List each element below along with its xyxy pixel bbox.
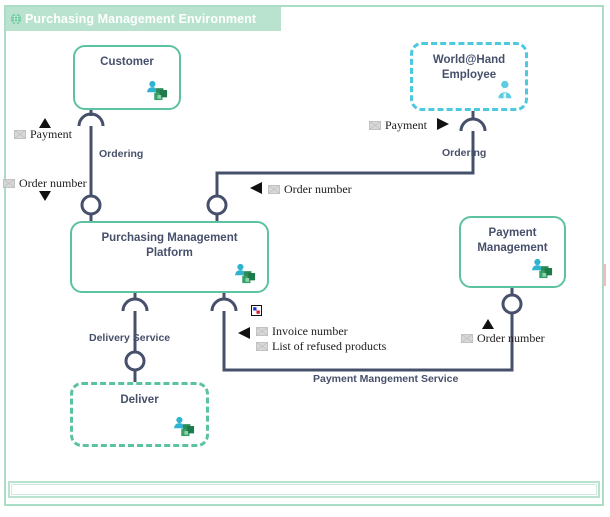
wire-order-number-route <box>215 142 475 196</box>
wire-payment-service-route <box>222 311 514 372</box>
person-icon <box>498 80 512 99</box>
message-list-of-refused-products: List of refused products <box>256 339 386 354</box>
envelope-icon <box>256 342 268 351</box>
message-text: Order number <box>477 331 545 345</box>
node-customer[interactable]: Customer <box>73 45 181 110</box>
ball-ordering-mid <box>206 194 228 216</box>
message-text: List of refused products <box>272 339 387 353</box>
node-payment-management[interactable]: Payment Management <box>459 216 566 288</box>
envelope-icon <box>3 179 15 188</box>
actor-component-icon <box>532 258 553 279</box>
actor-component-icon <box>147 80 168 101</box>
socket-delivery <box>121 297 149 312</box>
message-invoice-number: Invoice number <box>256 324 348 339</box>
node-deliver[interactable]: Deliver <box>70 382 209 447</box>
edge-marker <box>604 264 606 286</box>
arrow-order-number-mid-left <box>250 182 262 194</box>
node-platform-label: Purchasing Management Platform <box>101 232 238 259</box>
message-payment-right: Payment <box>369 118 427 133</box>
arrow-payment-left-up <box>39 118 51 128</box>
actor-component-icon <box>235 263 256 284</box>
message-order-number-left: Order number <box>3 176 87 191</box>
environment-bottom-bar <box>8 481 600 498</box>
node-customer-label: Customer <box>100 56 154 68</box>
message-text: Order number <box>284 182 352 196</box>
arrow-invoice-left <box>238 327 250 339</box>
message-text: Order number <box>19 176 87 190</box>
ball-delivery <box>124 350 146 372</box>
envelope-icon <box>369 121 381 130</box>
arrow-order-number-right-up <box>482 319 494 329</box>
port-marker-icon[interactable] <box>251 305 262 316</box>
message-text: Payment <box>30 127 72 141</box>
label-ordering-right: Ordering <box>442 147 487 159</box>
node-world-at-hand-employee[interactable]: World@Hand Employee <box>410 42 528 111</box>
globe-icon <box>10 13 22 25</box>
envelope-icon <box>14 130 26 139</box>
node-purchasing-management-platform[interactable]: Purchasing Management Platform <box>70 221 269 293</box>
envelope-icon <box>256 327 268 336</box>
arrowheads <box>39 118 494 339</box>
socket-customer <box>77 112 105 127</box>
message-text: Invoice number <box>272 324 348 338</box>
environment-title: Purchasing Management Environment <box>25 12 257 26</box>
arrow-payment-right <box>437 118 449 130</box>
environment-title-bar: Purchasing Management Environment <box>6 7 281 31</box>
message-order-number-mid: Order number <box>268 182 352 197</box>
node-employee-label: World@Hand Employee <box>432 54 506 81</box>
message-payment-left: Payment <box>14 127 72 142</box>
node-deliver-label: Deliver <box>120 394 159 406</box>
socket-payment-service <box>210 297 238 312</box>
label-delivery-service: Delivery Service <box>89 332 171 344</box>
envelope-icon <box>461 334 473 343</box>
socket-employee <box>459 117 487 132</box>
message-order-number-right: Order number <box>461 331 545 346</box>
ball-ordering-left <box>80 194 102 216</box>
envelope-icon <box>268 185 280 194</box>
label-payment-management-service: Payment Mangement Service <box>313 373 459 385</box>
message-text: Payment <box>385 118 427 132</box>
arrow-order-number-left-down <box>39 191 51 201</box>
label-ordering-left: Ordering <box>99 148 144 160</box>
node-payment-label: Payment Management <box>477 227 548 254</box>
ball-payment <box>501 293 523 315</box>
actor-component-icon <box>174 416 195 437</box>
